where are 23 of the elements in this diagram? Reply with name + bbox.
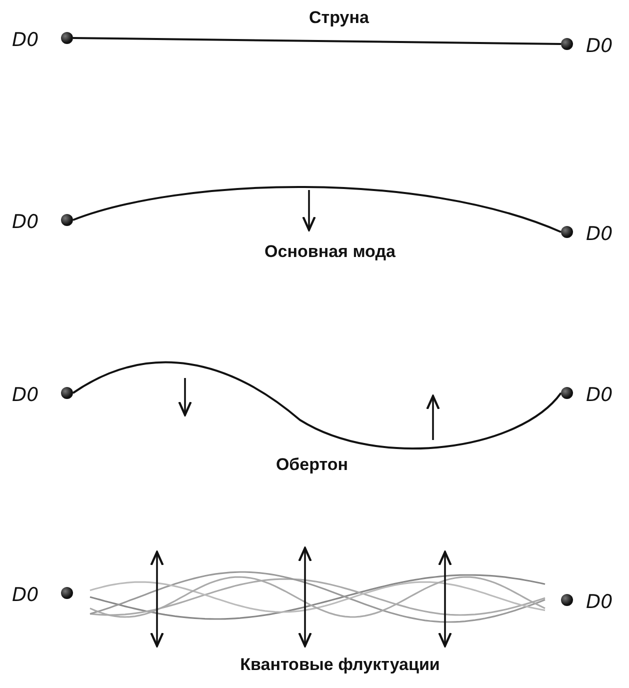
panel-title: Основная мода (264, 242, 396, 262)
string-line (72, 186, 562, 233)
endpoint-dot (561, 387, 573, 399)
brane-label: D0 (12, 212, 39, 232)
endpoint-dot (61, 587, 73, 599)
endpoint-dot (61, 32, 73, 44)
brane-label: D0 (586, 224, 613, 244)
endpoint-dot (561, 38, 573, 50)
brane-label: D0 (12, 30, 39, 50)
brane-label: D0 (586, 385, 613, 405)
string-line (73, 37, 562, 45)
panel-title: Струна (309, 8, 369, 28)
endpoint-dot (561, 594, 573, 606)
panel-title: Обертон (276, 455, 348, 475)
brane-label: D0 (586, 36, 613, 56)
string-line (72, 362, 562, 450)
brane-label: D0 (12, 585, 39, 605)
endpoint-dot (61, 214, 73, 226)
panel-title: Квантовые флуктуации (240, 655, 440, 675)
endpoint-dot (561, 226, 573, 238)
endpoint-dot (61, 387, 73, 399)
brane-label: D0 (12, 385, 39, 405)
brane-label: D0 (586, 592, 613, 612)
